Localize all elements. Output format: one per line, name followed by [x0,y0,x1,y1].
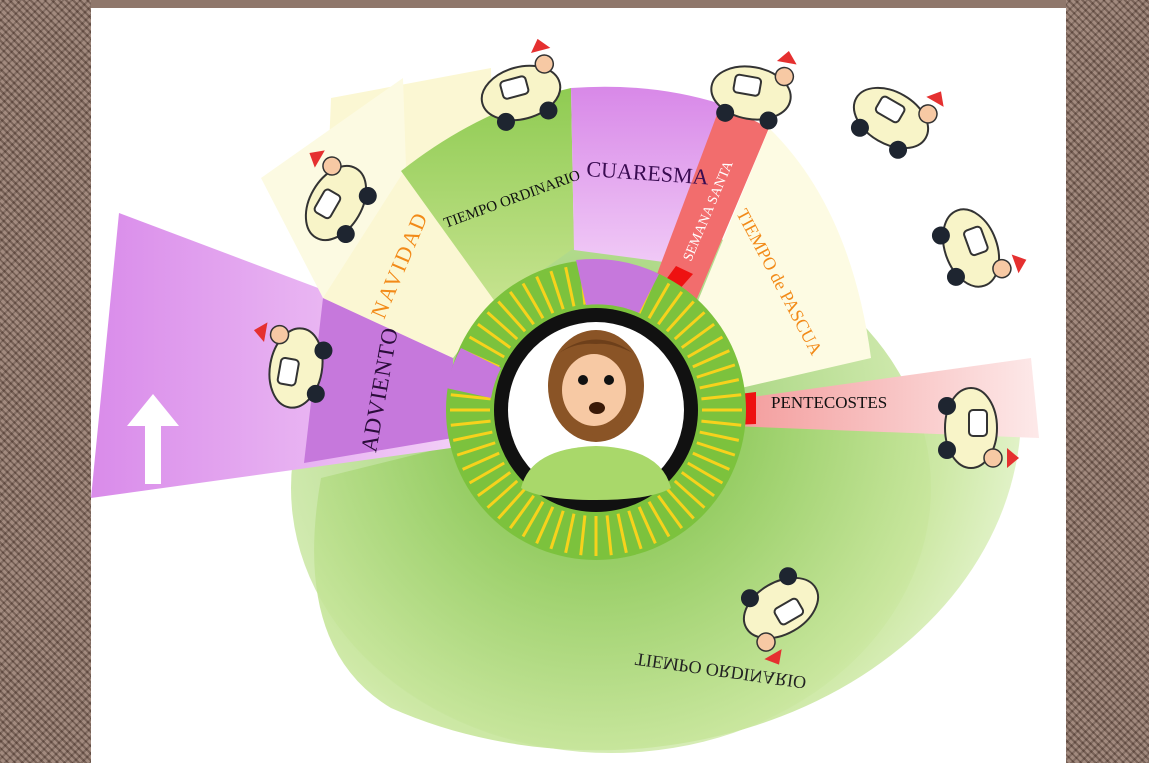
ray-line [549,510,565,550]
ray-line [680,471,715,498]
ray-line [468,461,505,485]
ray-line [657,494,684,529]
car-character-icon [850,86,944,159]
ray-line [450,393,491,401]
right-frame-texture [1066,0,1149,763]
ray-line [692,349,730,369]
ray-line [521,282,545,319]
ray-line [486,311,519,341]
ray-line [468,335,505,359]
ray-line [549,270,565,310]
ray-line [579,515,587,556]
adviento-sector [304,298,453,463]
ray-line [699,378,740,390]
left-frame-texture [0,0,91,763]
ray-line [665,487,695,520]
ray-line [647,282,671,319]
ray-line [673,311,706,341]
ray-line [696,441,736,457]
ray-line [535,506,555,544]
ray-line [486,479,519,509]
ray-line [687,461,724,485]
inner-purple-cuaresma [576,258,659,313]
tiempo-ordinario-upper-sector [401,88,574,303]
ray-line [497,487,527,520]
car-character-icon [740,567,819,665]
ray-line [564,513,576,554]
pascua-sector [695,128,871,388]
ray-line [673,479,706,509]
ray-line [687,335,724,359]
ray-line [477,322,512,349]
ray-line [699,430,740,442]
ray-line [701,419,742,427]
car-character-icon [931,208,1027,288]
car-character-icon [304,150,377,244]
ray-line [477,471,512,498]
ray-line [680,322,715,349]
ray-line [692,451,730,471]
liturgical-wheel: ADVIENTO NAVIDAD TIEMPO ORDINARIO CUARES… [91,38,1039,753]
ray-line [665,300,695,333]
ray-line [605,515,613,556]
liturgical-calendar-diagram: ADVIENTO NAVIDAD TIEMPO ORDINARIO CUARES… [91,8,1066,763]
ray-line [564,266,576,307]
inner-purple-advent [446,348,501,398]
ray-line [508,291,535,326]
ray-line [616,513,628,554]
ray-line [450,419,491,427]
ray-line [497,300,527,333]
ray-line [637,506,657,544]
ray-line [456,441,496,457]
ray-line [696,363,736,379]
inner-ring-rays [450,264,742,556]
ray-line [647,501,671,538]
up-arrow-icon [127,394,179,484]
car-character-icon [480,38,562,131]
ray-line [508,494,535,529]
ray-line [627,510,643,550]
ray-line [452,430,493,442]
ray-line [462,451,500,471]
ray-line [701,393,742,401]
car-characters [253,38,1027,665]
car-character-icon [938,387,1019,469]
jesus-face-icon [521,330,671,500]
car-character-icon [710,50,797,130]
ray-line [657,291,684,326]
ray-line [535,276,555,314]
semana-santa-sector [651,104,769,308]
car-character-icon [253,322,333,409]
label-pentecostes: PENTECOSTES [771,393,887,412]
ray-line [521,501,545,538]
